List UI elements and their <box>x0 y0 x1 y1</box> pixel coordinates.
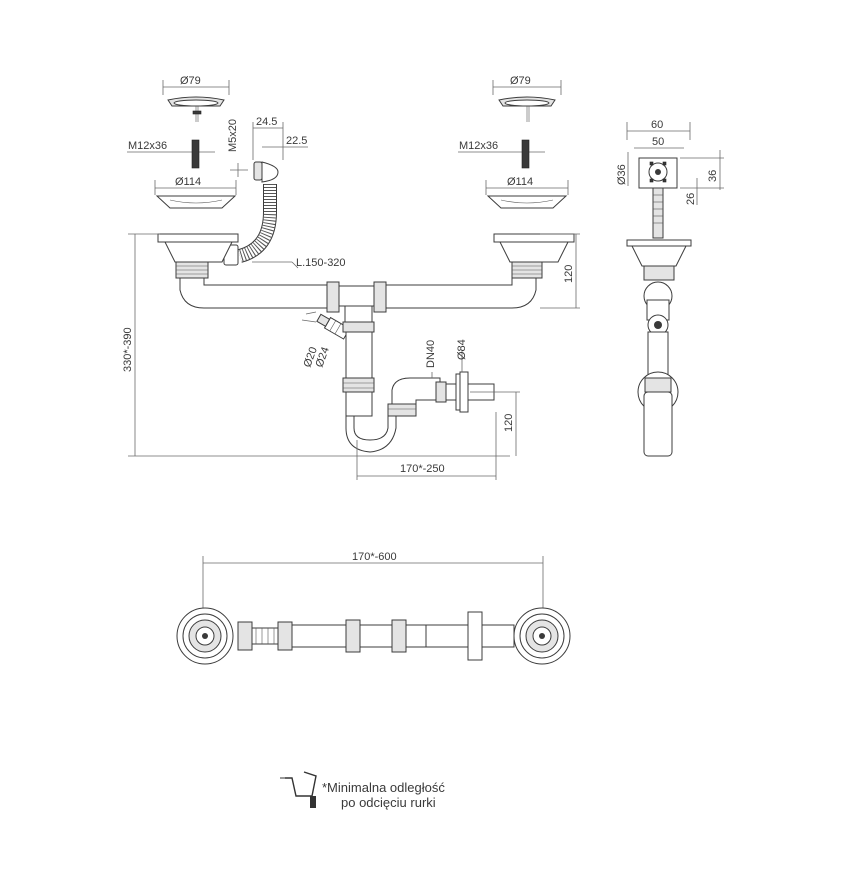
dim-side-h36: 36 <box>707 170 719 182</box>
dim-total-height: 330*-390 <box>122 233 510 457</box>
wall-outlet-dims: DN40 Ø84 <box>425 339 468 378</box>
connecting-pipe <box>179 277 537 313</box>
dim-body-right: Ø114 <box>507 176 533 188</box>
dim-cap-right: Ø79 <box>510 75 531 87</box>
dim-side-width-b: 50 <box>652 136 664 148</box>
dim-side-width-a: 60 <box>651 119 663 131</box>
dim-side-h26: 26 <box>685 193 697 205</box>
footnote-line2: po odcięciu rurki <box>341 795 436 810</box>
dim-body-left: Ø114 <box>175 176 201 188</box>
strainer-cap-left: Ø79 <box>162 75 230 122</box>
side-view: 60 50 Ø36 36 26 <box>616 119 724 457</box>
basket-left <box>157 233 239 279</box>
basket-right <box>493 233 575 279</box>
dim-overflow-screw: M5x20 <box>227 119 239 152</box>
overflow-dims: M5x20 24.5 22.5 <box>227 116 308 183</box>
hacksaw-icon <box>280 771 317 808</box>
footnote-line1: *Minimalna odległość <box>322 780 445 795</box>
dim-drop-label: 120 <box>563 265 575 283</box>
dim-screw-left: M12x36 <box>128 140 167 152</box>
siphon-trap <box>342 305 495 453</box>
dim-trap-width-label: 170*-250 <box>400 463 445 475</box>
screw-left: M12x36 <box>127 139 215 169</box>
dim-pipe-dn: DN40 <box>425 340 437 368</box>
dim-rosette-d: Ø84 <box>456 339 468 360</box>
footnote: *Minimalna odległość po odcięciu rurki <box>280 771 445 810</box>
dim-trap-height-label: 120 <box>503 414 515 432</box>
strainer-body-left: Ø114 <box>154 176 237 209</box>
dim-side-d36: Ø36 <box>616 164 628 185</box>
screw-right: M12x36 <box>458 139 545 169</box>
dim-trap-width: 170*-250 <box>356 412 497 480</box>
dim-cap-left: Ø79 <box>180 75 201 87</box>
plan-view: 170*-600 <box>176 551 571 665</box>
dim-drop: 120 <box>540 233 580 309</box>
dim-screw-right: M12x36 <box>459 140 498 152</box>
dim-total-height-label: 330*-390 <box>122 327 134 372</box>
dim-overflow-b: 22.5 <box>286 135 307 147</box>
strainer-cap-right: Ø79 <box>492 75 562 122</box>
overflow-hose: L.150-320 <box>223 184 346 269</box>
dim-hose-length: L.150-320 <box>296 257 346 269</box>
dim-overflow-a: 24.5 <box>256 116 277 128</box>
dim-plan-span: 170*-600 <box>352 551 397 563</box>
dim-trap-height: 120 <box>470 391 520 456</box>
strainer-body-right: Ø114 <box>485 176 569 209</box>
dishwasher-connector: Ø20 Ø24 <box>302 311 351 369</box>
